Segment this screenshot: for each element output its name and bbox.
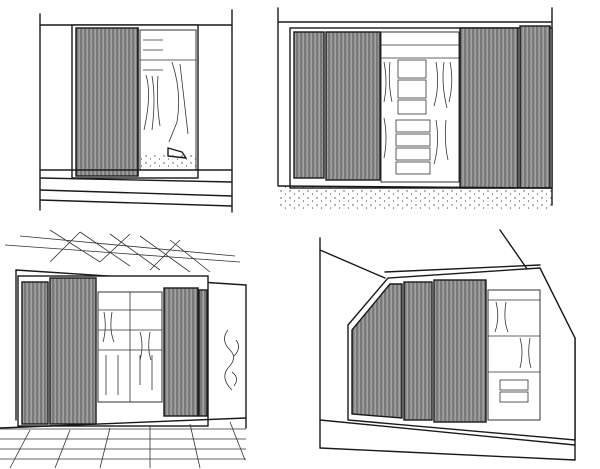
attic-door-1	[351, 283, 403, 419]
attic-door-2	[403, 281, 433, 421]
wardrobe-door-4	[519, 25, 551, 189]
sliding-door	[75, 27, 139, 177]
attic-interior	[487, 289, 541, 421]
wardrobe-door-2	[325, 31, 381, 181]
walk-in-interior	[97, 291, 163, 403]
wardrobe-interior	[380, 31, 460, 183]
panel-single-sliding-door	[39, 9, 233, 213]
panel-attic-wardrobe	[319, 229, 576, 461]
bifold-door-1	[21, 281, 49, 425]
bifold-door-2	[49, 277, 97, 425]
wardrobe-door-3	[459, 27, 519, 189]
attic-door-3	[433, 279, 487, 423]
panel-bifold-walk-in	[0, 229, 247, 469]
closet-interior	[139, 29, 197, 171]
bifold-door-4	[198, 289, 208, 417]
panel-four-door-wardrobe	[277, 7, 553, 211]
bifold-door-3	[163, 287, 199, 417]
wardrobe-door-1	[293, 31, 325, 179]
plant-icon	[224, 329, 239, 391]
